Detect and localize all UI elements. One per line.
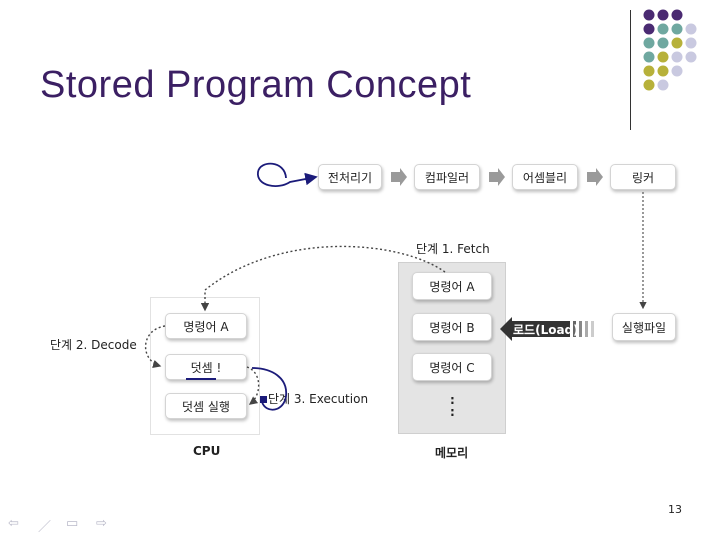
decorative-dot	[657, 23, 669, 35]
decorative-dot	[671, 51, 683, 63]
decorative-dot	[657, 65, 669, 77]
load-arrow	[500, 317, 594, 341]
memory-item-instruction-a: 명령어 A	[412, 272, 492, 300]
decorative-dot	[671, 23, 683, 35]
exec-file-box: 실행파일	[612, 313, 676, 341]
decorative-dot	[671, 37, 683, 49]
menu-icon[interactable]: ▭	[66, 516, 79, 531]
decorative-dot	[685, 37, 697, 49]
decorative-dot	[671, 65, 683, 77]
page-number: 13	[668, 503, 682, 516]
pipeline-box-preprocessor: 전처리기	[318, 164, 382, 190]
pipeline-arrow-2	[489, 168, 505, 186]
memory-item-instruction-b: 명령어 B	[412, 313, 492, 341]
memory-ellipsis-1: :	[450, 393, 455, 407]
decorative-dot	[657, 51, 669, 63]
decode-arrow	[144, 325, 166, 369]
fetch-arrow	[200, 245, 446, 312]
decorative-dot	[643, 65, 655, 77]
title-divider-line	[630, 10, 631, 130]
pen-icon[interactable]: ／	[38, 520, 52, 535]
memory-item-instruction-c: 명령어 C	[412, 353, 492, 381]
step-fetch-label: 단계 1. Fetch	[416, 242, 490, 256]
memory-ellipsis-2: :	[450, 405, 455, 419]
handwritten-mark	[260, 396, 267, 403]
cpu-label: CPU	[193, 444, 221, 458]
decorative-dot	[685, 23, 697, 35]
decorative-dot	[671, 9, 683, 21]
decorative-dot	[685, 51, 697, 63]
handwritten-execution-loop	[251, 367, 287, 411]
handwritten-circle-arrow	[257, 162, 318, 187]
cpu-item-add-exec: 덧셈 실행	[165, 393, 247, 419]
decorative-dot	[643, 79, 655, 91]
pipeline-box-compiler: 컴파일러	[414, 164, 480, 190]
decorative-dot	[657, 9, 669, 21]
decorative-dot	[643, 37, 655, 49]
decorative-dot	[657, 37, 669, 49]
pipeline-box-assembler: 어셈블리	[512, 164, 578, 190]
decorative-dot	[657, 79, 669, 91]
decorative-dot	[643, 9, 655, 21]
load-label: 로드(Load)	[513, 323, 579, 337]
step-execution-label: 단계 3. Execution	[268, 392, 369, 406]
pipeline-box-linker: 링커	[610, 164, 676, 190]
step-decode-label: 단계 2. Decode	[50, 338, 137, 352]
pipeline-arrow-1	[391, 168, 407, 186]
memory-label: 메모리	[435, 446, 469, 460]
prev-arrow-icon[interactable]: ⇦	[8, 516, 19, 531]
slide-title: Stored Program Concept	[40, 64, 472, 106]
cpu-item-add: 덧셈 !	[165, 354, 247, 380]
decorative-dot	[643, 23, 655, 35]
cpu-item-instruction-a: 명령어 A	[165, 313, 247, 339]
decorative-dot	[643, 51, 655, 63]
execution-arrow	[246, 366, 260, 405]
pipeline-arrow-3	[587, 168, 603, 186]
next-arrow-icon[interactable]: ⇨	[96, 516, 107, 531]
